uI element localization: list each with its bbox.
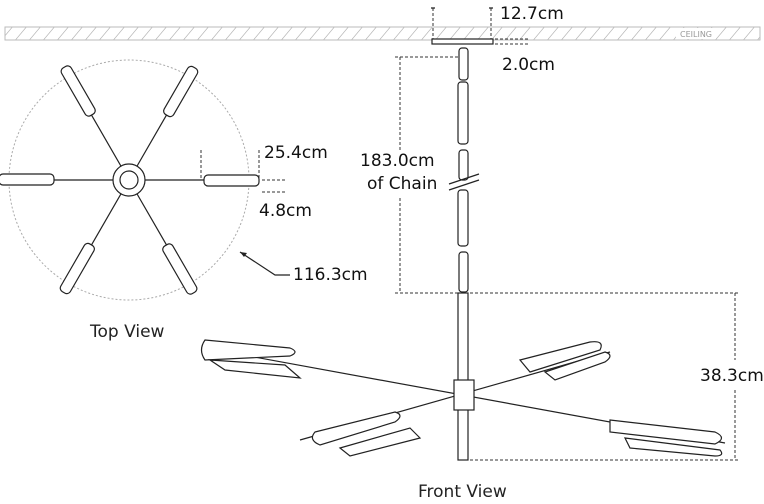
- top-view: 25.4cm 4.8cm 116.3cm Top View: [0, 59, 368, 342]
- canopy-width-label: 12.7cm: [500, 4, 564, 24]
- front-view: 38.3cm Front View: [200, 292, 764, 502]
- fixture-height-label: 38.3cm: [700, 366, 764, 386]
- ceiling-label: CEILING: [680, 30, 712, 39]
- canopy-depth-label: 2.0cm: [502, 55, 555, 75]
- top-view-caption: Top View: [89, 322, 165, 342]
- chain: 183.0cm of Chain: [360, 47, 740, 294]
- chain-note-label: of Chain: [367, 174, 437, 194]
- canopy: 12.7cm 2.0cm: [431, 4, 564, 75]
- lamp-width-label: 4.8cm: [259, 201, 312, 221]
- front-view-caption: Front View: [418, 482, 507, 502]
- diameter-label: 116.3cm: [293, 265, 368, 285]
- chain-length-label: 183.0cm: [360, 151, 435, 171]
- ceiling: CEILING: [4, 26, 761, 41]
- arm-length-label: 25.4cm: [264, 143, 328, 163]
